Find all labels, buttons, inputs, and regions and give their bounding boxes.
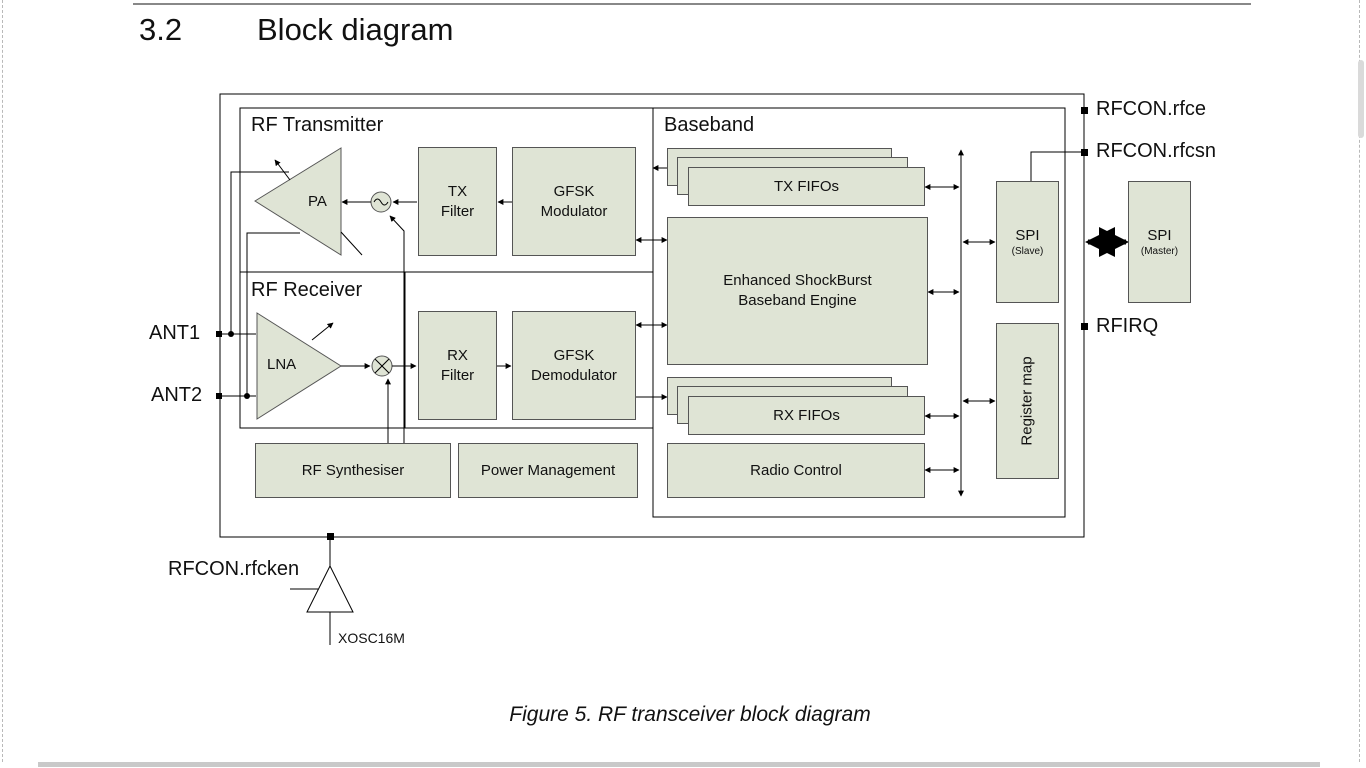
- vertical-scrollbar[interactable]: [1358, 60, 1364, 138]
- power-management-block: Power Management: [458, 443, 638, 498]
- baseband-group: [652, 107, 1066, 518]
- baseband-label: Baseband: [664, 114, 755, 136]
- top-rule: [133, 3, 1251, 5]
- rf-transmitter-label: RF Transmitter: [251, 114, 384, 136]
- section-title: Block diagram: [257, 12, 454, 47]
- spi-slave-sublabel: (Slave): [1011, 246, 1044, 257]
- spi-master-sublabel: (Master): [1140, 246, 1179, 257]
- spi-slave-block: SPI (Slave): [996, 181, 1059, 303]
- bottom-rule: [38, 762, 1320, 767]
- ant2-label: ANT2: [151, 384, 203, 406]
- radio-control-block: Radio Control: [667, 443, 925, 498]
- rx-fifos-block: RX FIFOs: [688, 396, 925, 435]
- rfce-label: RFCON.rfce: [1096, 98, 1206, 120]
- figure-caption: Figure 5. RF transceiver block diagram: [509, 703, 871, 726]
- lna-label: LNA: [267, 356, 297, 373]
- chip-outline: [219, 93, 1085, 538]
- rfcsn-label: RFCON.rfcsn: [1096, 140, 1216, 162]
- register-map-label: Register map: [1018, 356, 1036, 446]
- tx-filter-block: TX Filter: [418, 147, 497, 256]
- xosc16m-label: XOSC16M: [338, 630, 405, 646]
- section-number: 3.2: [139, 12, 183, 47]
- spi-slave-label: SPI: [1015, 227, 1040, 244]
- rx-filter-block: RX Filter: [418, 311, 497, 420]
- rf-receiver-label: RF Receiver: [251, 279, 363, 301]
- rfcken-label: RFCON.rfcken: [168, 558, 300, 580]
- rf-synthesiser-block: RF Synthesiser: [255, 443, 451, 498]
- shockburst-engine-block: Enhanced ShockBurst Baseband Engine: [667, 217, 928, 365]
- lna-triangle: [256, 312, 342, 420]
- spi-master-label: SPI: [1147, 227, 1172, 244]
- tx-fifos-block: TX FIFOs: [688, 167, 925, 206]
- register-map-block: Register map: [996, 323, 1059, 479]
- gfsk-modulator-block: GFSK Modulator: [512, 147, 636, 256]
- pa-label: PA: [308, 193, 327, 210]
- ant1-label: ANT1: [149, 322, 201, 344]
- rfirq-label: RFIRQ: [1096, 315, 1159, 337]
- spi-master-block: SPI (Master): [1128, 181, 1191, 303]
- gfsk-demodulator-block: GFSK Demodulator: [512, 311, 636, 420]
- pa-triangle: [254, 147, 342, 256]
